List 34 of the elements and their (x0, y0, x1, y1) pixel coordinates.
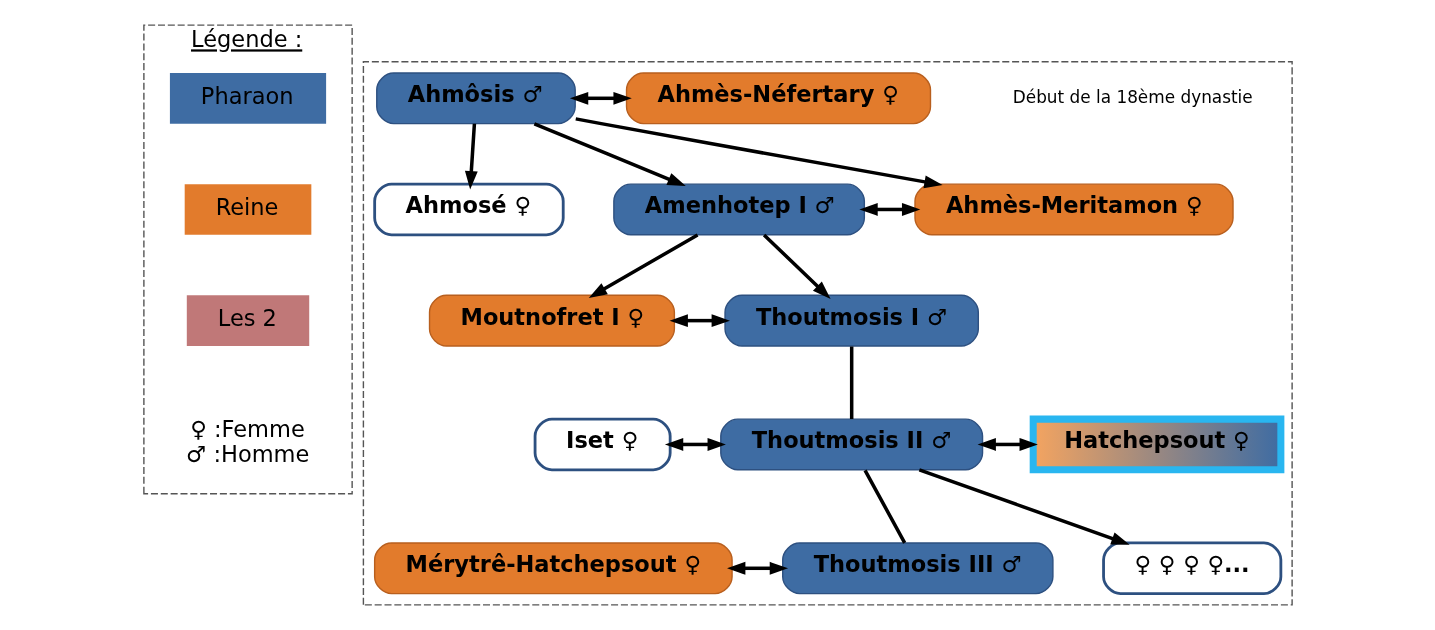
cluster (362, 61, 1293, 606)
node-box: Ahmôsis ♂ (375, 72, 576, 125)
node-box: ♀ ♀ ♀ ♀... (1101, 541, 1282, 595)
arrow (664, 438, 726, 451)
arrow (574, 117, 943, 189)
node-box: Thoutmosis II ♂ (719, 418, 983, 471)
arrow (464, 123, 478, 190)
arrow (533, 122, 686, 187)
arrow (762, 233, 831, 299)
legend-label: Reine (215, 193, 278, 220)
label: ♂ :Homme (185, 441, 309, 468)
legend-label: Pharaon (200, 82, 294, 109)
node-box: Hatchepsout ♀ (1029, 415, 1284, 474)
label: ♀ :Femme (189, 416, 305, 443)
node-box: Thoutmosis III ♂ (781, 542, 1054, 595)
node-box: Amenhotep I ♂ (612, 183, 865, 236)
arrow (669, 314, 730, 328)
node-box: Ahmès-Meritamon ♀ (913, 183, 1234, 236)
node-box: Thoutmosis I ♂ (723, 294, 979, 347)
node-box: Ahmosé ♀ (372, 182, 565, 237)
node-box: Moutnofret I ♀ (428, 294, 675, 347)
node-box: Iset ♀ (533, 417, 672, 472)
arrow (977, 438, 1038, 451)
arrow (569, 91, 632, 105)
arrow (918, 468, 1130, 545)
label: Début de la 18ème dynastie (1012, 86, 1253, 107)
arrow (726, 561, 788, 575)
node-box: Mérytrê-Hatchepsout ♀ (373, 542, 733, 595)
node-box: Ahmès-Néfertary ♀ (625, 72, 931, 125)
arrow (588, 233, 698, 298)
legend-label: Les 2 (217, 304, 277, 331)
connector (849, 346, 853, 419)
arrow (858, 203, 920, 216)
connector (863, 469, 906, 544)
